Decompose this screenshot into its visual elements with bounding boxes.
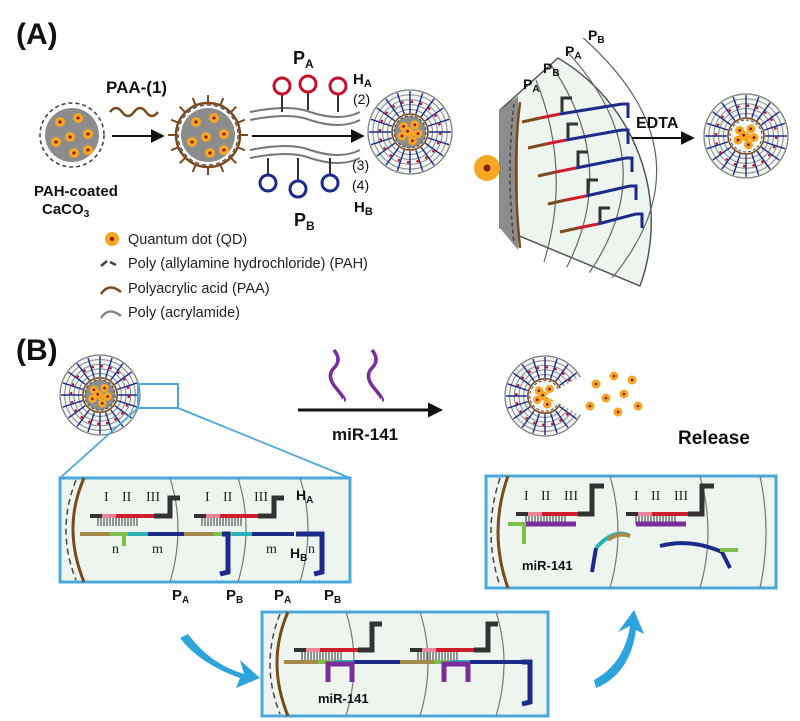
hb-number-3: (3)	[352, 157, 369, 173]
zoom-selection-box	[137, 383, 179, 409]
ha-label: HA	[353, 71, 372, 90]
pa-label: PA	[293, 48, 314, 71]
bottom-label-pa-2: PA	[274, 587, 291, 606]
released-quantum-dots	[585, 371, 643, 417]
bottom-label-pb-1: PB	[226, 587, 243, 606]
ha-hairpin-group	[272, 74, 348, 112]
legend-item-pam: Poly (acrylamide)	[128, 305, 240, 321]
released-segment-iii-2: III	[674, 489, 688, 504]
pa-polymer-chain	[249, 107, 361, 126]
layer-label-2: PB	[543, 60, 560, 79]
core-label-line2: CaCO3	[42, 201, 90, 220]
legend-item-pah: Poly (allylamine hydrochloride) (PAH)	[128, 256, 368, 272]
legend-item-qd: Quantum dot (QD)	[128, 232, 247, 248]
bottom-label-pb-2: PB	[324, 587, 341, 606]
panel-b-label: (B)	[16, 334, 58, 367]
panel-a-label: (A)	[16, 18, 58, 51]
segment-label-m: m	[152, 542, 163, 557]
segment-label-i-2: I	[205, 490, 210, 505]
core-label-line1: PAH-coated	[34, 183, 118, 200]
segment-label-n: n	[112, 542, 119, 557]
multilayer-particle	[367, 89, 453, 175]
released-segment-ii-2: II	[651, 489, 661, 504]
segment-label-i: I	[104, 490, 109, 505]
segment-label-iii: III	[146, 490, 160, 505]
paa-step-label: PAA-(1)	[106, 78, 167, 97]
layer-label-3: PA	[565, 43, 582, 62]
detail-box-hairpins	[58, 476, 352, 584]
bound-mirna-label: miR-141	[318, 691, 369, 706]
mirna-trigger-label: miR-141	[332, 425, 398, 444]
hollow-capsule-particle	[703, 93, 789, 179]
segment-label-m-2: m	[266, 542, 277, 557]
pb-polymer-chain	[249, 145, 361, 164]
layer-label-1: PA	[523, 76, 540, 95]
paa-curve-icon	[99, 286, 122, 295]
segment-label-n-2: n	[308, 542, 315, 557]
hb-hairpin-group	[258, 158, 340, 199]
pam-curve-icon	[99, 310, 122, 319]
release-label: Release	[678, 428, 750, 449]
edta-label: EDTA	[636, 115, 679, 132]
released-segment-i-2: I	[634, 489, 639, 504]
segment-label-ii-2: II	[223, 490, 233, 505]
segment-label-iii-2: III	[254, 490, 268, 505]
pah-dashed-icon	[100, 260, 117, 267]
ha-number: (2)	[353, 91, 370, 107]
mirna-strand-icon	[328, 348, 347, 402]
bottom-label-pa-1: PA	[172, 587, 189, 606]
released-segment-iii: III	[564, 489, 578, 504]
pah-coated-core	[39, 102, 105, 168]
pb-label: PB	[294, 210, 315, 233]
detail-hb-label: HB	[290, 545, 307, 564]
curved-arrow-up	[594, 610, 644, 688]
multilayer-particle-b	[59, 354, 141, 436]
legend-item-paa: Polyacrylic acid (PAA)	[128, 281, 270, 297]
layer-wedge-zoom	[474, 37, 658, 287]
released-segment-ii: II	[541, 489, 551, 504]
zoom-line-left	[59, 407, 139, 479]
hb-number-4: (4)	[352, 177, 369, 193]
detail-box-mirna-bound	[260, 610, 550, 718]
released-segment-i: I	[524, 489, 529, 504]
layer-label-4: PB	[588, 27, 605, 46]
released-mirna-label: miR-141	[522, 558, 573, 573]
detail-ha-label: HA	[296, 487, 313, 506]
detail-box-released	[484, 474, 778, 590]
zoom-line-right	[177, 407, 351, 479]
segment-label-ii: II	[122, 490, 132, 505]
paa-squiggle-icon	[109, 106, 159, 118]
legend: Quantum dot (QD) Poly (allylamine hydroc…	[99, 232, 368, 321]
mirna-strand-icon-2	[366, 348, 385, 402]
opened-capsule-particle	[504, 355, 590, 437]
quantum-dots-core	[51, 113, 93, 158]
paa-coated-particle	[168, 95, 248, 175]
curved-arrow-down	[180, 634, 260, 688]
hb-label: HB	[354, 199, 373, 218]
